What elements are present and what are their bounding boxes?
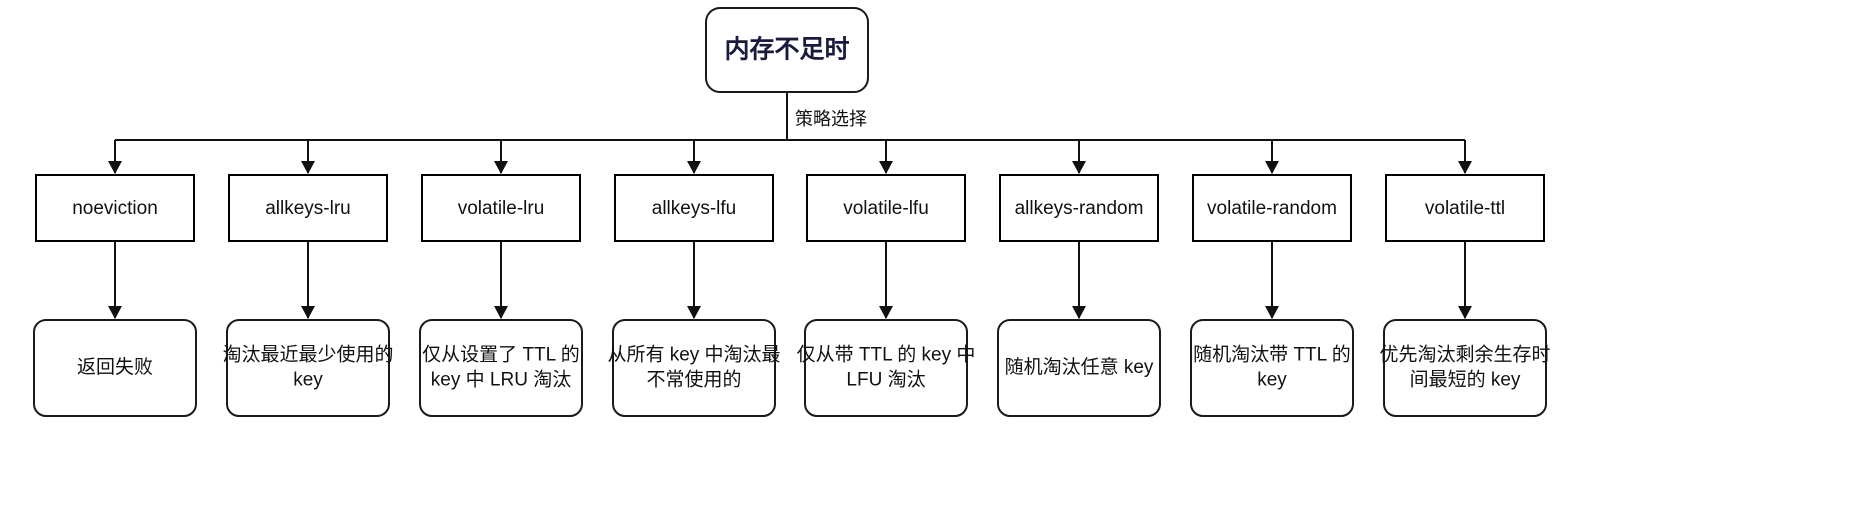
policy-node-volatile-random[interactable]: volatile-random xyxy=(1192,174,1352,242)
description-node-box[interactable] xyxy=(997,319,1161,417)
policy-node-label: noeviction xyxy=(72,198,158,219)
policy-node-label: volatile-ttl xyxy=(1425,198,1505,219)
description-node-box[interactable] xyxy=(226,319,390,417)
arrow-head xyxy=(301,161,315,174)
description-node-line: 从所有 key 中淘汰最 xyxy=(607,344,780,366)
description-node-line: 仅从带 TTL 的 key 中 xyxy=(797,344,976,366)
description-node-allkeys-lru[interactable]: 淘汰最近最少使用的 key xyxy=(222,319,394,417)
policy-node-volatile-lfu[interactable]: volatile-lfu xyxy=(806,174,966,242)
arrow-head xyxy=(879,161,893,174)
policy-node-box[interactable] xyxy=(614,174,774,242)
arrow-head xyxy=(1265,306,1279,319)
description-node-volatile-lru[interactable]: 仅从设置了 TTL 的 key 中 LRU 淘汰 xyxy=(419,319,583,417)
arrow-head xyxy=(1265,161,1279,174)
edges-layer: 策略选择 xyxy=(108,92,1472,319)
description-node-box[interactable] xyxy=(804,319,968,417)
policy-node-allkeys-lfu[interactable]: allkeys-lfu xyxy=(614,174,774,242)
policy-node-allkeys-random[interactable]: allkeys-random xyxy=(999,174,1159,242)
description-node-line: key xyxy=(293,370,323,391)
description-node-line: 不常使用的 xyxy=(646,369,741,391)
policy-node-noeviction[interactable]: noeviction xyxy=(35,174,195,242)
policy-node-box[interactable] xyxy=(806,174,966,242)
description-node-line: 间最短的 key xyxy=(1410,369,1521,391)
description-node-allkeys-random[interactable]: 随机淘汰任意 key xyxy=(997,319,1161,417)
description-node-volatile-lfu[interactable]: 仅从带 TTL 的 key 中 LFU 淘汰 xyxy=(797,319,976,417)
policy-node-box[interactable] xyxy=(999,174,1159,242)
root-node-box[interactable] xyxy=(705,7,869,93)
arrow-head xyxy=(1072,161,1086,174)
policy-node-label: volatile-lfu xyxy=(843,198,929,219)
edge-label-background xyxy=(792,107,870,133)
description-node-box[interactable] xyxy=(419,319,583,417)
policy-node-box[interactable] xyxy=(421,174,581,242)
description-node-box[interactable] xyxy=(33,319,197,417)
policy-node-box[interactable] xyxy=(228,174,388,242)
arrow-head xyxy=(687,306,701,319)
arrow-head xyxy=(1072,306,1086,319)
policy-node-volatile-lru[interactable]: volatile-lru xyxy=(421,174,581,242)
policy-node-label: volatile-random xyxy=(1207,198,1337,219)
nodes-layer: noeviction 返回失败 allkeys-lru 淘汰最近最少使用的 key vol… xyxy=(33,7,1551,417)
arrow-head xyxy=(879,306,893,319)
arrow-head xyxy=(108,161,122,174)
description-node-noeviction[interactable]: 返回失败 xyxy=(33,319,197,417)
policy-node-label: allkeys-lfu xyxy=(652,198,736,219)
policy-node-label: allkeys-lru xyxy=(265,198,351,219)
policy-node-label: volatile-lru xyxy=(458,198,545,219)
description-node-box[interactable] xyxy=(1383,319,1547,417)
policy-node-label: allkeys-random xyxy=(1015,198,1144,219)
description-node-line: 随机淘汰带 TTL 的 xyxy=(1193,344,1351,366)
arrow-head xyxy=(301,306,315,319)
description-node-box[interactable] xyxy=(612,319,776,417)
description-node-line: 仅从设置了 TTL 的 xyxy=(422,344,580,366)
root-node[interactable]: 内存不足时 xyxy=(705,7,869,93)
description-node-line: key 中 LRU 淘汰 xyxy=(431,369,571,391)
arrow-head xyxy=(687,161,701,174)
root-node-label: 内存不足时 xyxy=(724,36,849,64)
arrow-head xyxy=(1458,306,1472,319)
description-node-line: 随机淘汰任意 key xyxy=(1005,356,1154,378)
description-node-box[interactable] xyxy=(1190,319,1354,417)
description-node-line: 优先淘汰剩余生存时 xyxy=(1379,344,1550,366)
policy-node-box[interactable] xyxy=(1385,174,1545,242)
description-node-volatile-random[interactable]: 随机淘汰带 TTL 的 key xyxy=(1190,319,1354,417)
policy-node-box[interactable] xyxy=(35,174,195,242)
description-node-line: LFU 淘汰 xyxy=(846,369,925,391)
description-node-line: 淘汰最近最少使用的 xyxy=(222,344,393,366)
description-node-line: key xyxy=(1257,370,1287,391)
policy-node-volatile-ttl[interactable]: volatile-ttl xyxy=(1385,174,1545,242)
arrow-head xyxy=(1458,161,1472,174)
arrow-head xyxy=(494,306,508,319)
description-node-line: 返回失败 xyxy=(77,356,153,378)
policy-node-box[interactable] xyxy=(1192,174,1352,242)
arrow-head xyxy=(108,306,122,319)
arrow-head xyxy=(494,161,508,174)
policy-node-allkeys-lru[interactable]: allkeys-lru xyxy=(228,174,388,242)
edge-label-policy-selection: 策略选择 xyxy=(795,109,867,129)
